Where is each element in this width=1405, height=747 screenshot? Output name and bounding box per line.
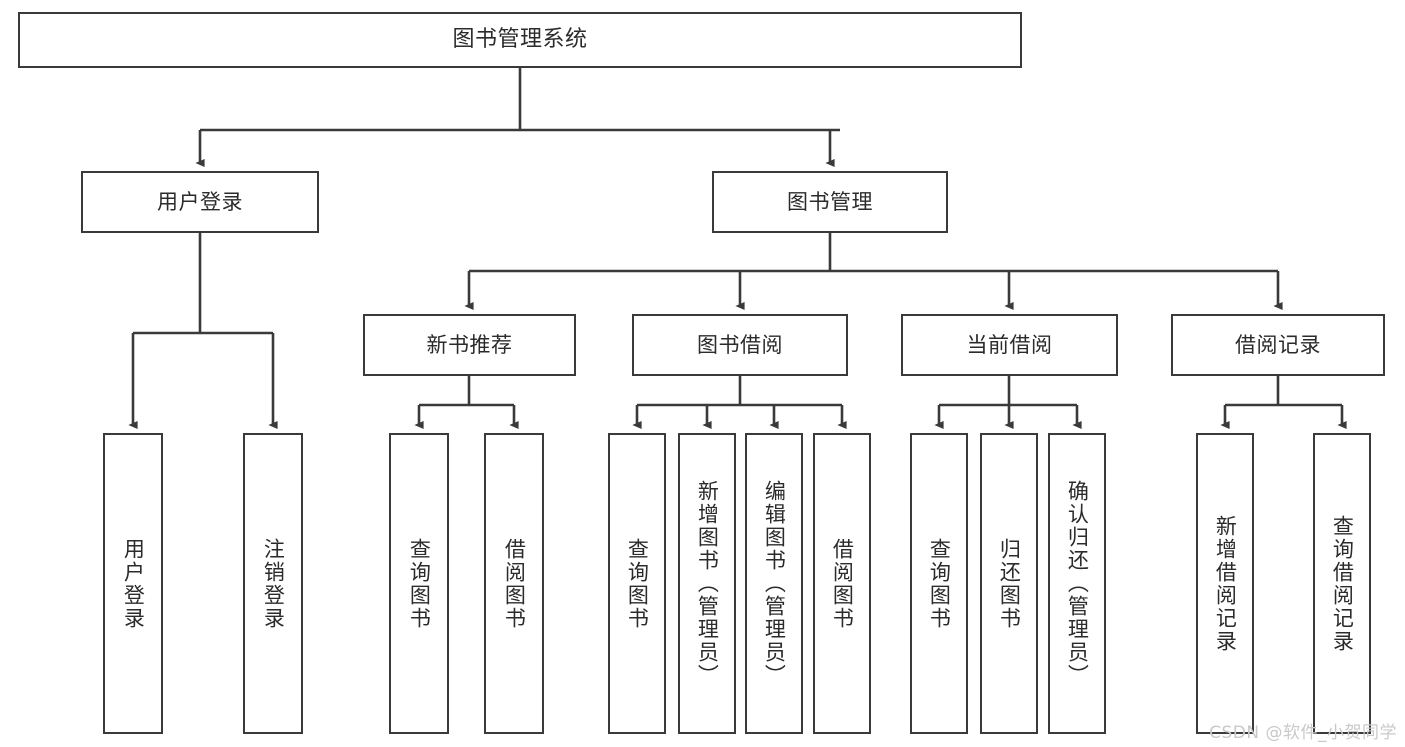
node-label: 用户登录 xyxy=(121,537,146,630)
node-label: 新增借阅记录 xyxy=(1213,514,1238,653)
node-label: 当前借阅 xyxy=(966,332,1053,357)
node-leaf-borrow-book-recommend[interactable]: 借阅图书 xyxy=(484,433,544,734)
node-label: 查询图书 xyxy=(625,537,650,630)
node-root-system[interactable]: 图书管理系统 xyxy=(18,12,1022,68)
node-label: 注销登录 xyxy=(261,537,286,630)
node-leaf-query-book-borrow[interactable]: 查询图书 xyxy=(608,433,666,734)
node-label: 借阅记录 xyxy=(1235,332,1321,357)
node-leaf-logout[interactable]: 注销登录 xyxy=(243,433,303,734)
node-leaf-add-book[interactable]: 新增图书（管理员） xyxy=(678,433,736,734)
node-leaf-query-book-current[interactable]: 查询图书 xyxy=(910,433,968,734)
node-label: 用户登录 xyxy=(157,189,243,214)
node-label: 借阅图书 xyxy=(830,537,855,630)
node-book-manage[interactable]: 图书管理 xyxy=(712,171,948,233)
node-borrow-record[interactable]: 借阅记录 xyxy=(1171,314,1385,376)
node-current-borrow[interactable]: 当前借阅 xyxy=(901,314,1118,376)
node-label: 归还图书 xyxy=(997,537,1022,630)
node-label: 编辑图书（管理员） xyxy=(762,480,787,687)
node-leaf-add-borrow-record[interactable]: 新增借阅记录 xyxy=(1196,433,1254,734)
node-label: 借阅图书 xyxy=(502,537,527,630)
node-leaf-confirm-return[interactable]: 确认归还（管理员） xyxy=(1048,433,1106,734)
node-user-login[interactable]: 用户登录 xyxy=(81,171,319,233)
node-label: 确认归还（管理员） xyxy=(1065,480,1090,687)
node-leaf-user-login[interactable]: 用户登录 xyxy=(103,433,163,734)
node-leaf-return-book[interactable]: 归还图书 xyxy=(980,433,1038,734)
csdn-watermark: CSDN @软件_小贺同学 xyxy=(1209,723,1397,743)
node-label: 新书推荐 xyxy=(426,332,513,357)
node-book-borrow[interactable]: 图书借阅 xyxy=(632,314,848,376)
node-leaf-query-book-recommend[interactable]: 查询图书 xyxy=(389,433,449,734)
node-label: 图书管理 xyxy=(787,189,873,214)
node-label: 查询借阅记录 xyxy=(1330,514,1355,653)
node-label: 查询图书 xyxy=(407,537,432,630)
node-leaf-borrow-book[interactable]: 借阅图书 xyxy=(813,433,871,734)
node-new-book-recommend[interactable]: 新书推荐 xyxy=(363,314,576,376)
node-label: 新增图书（管理员） xyxy=(695,480,720,687)
node-leaf-query-borrow-record[interactable]: 查询借阅记录 xyxy=(1313,433,1371,734)
node-leaf-edit-book[interactable]: 编辑图书（管理员） xyxy=(745,433,803,734)
node-label: 图书借阅 xyxy=(697,332,783,357)
node-label: 图书管理系统 xyxy=(452,27,588,53)
node-label: 查询图书 xyxy=(927,537,952,630)
